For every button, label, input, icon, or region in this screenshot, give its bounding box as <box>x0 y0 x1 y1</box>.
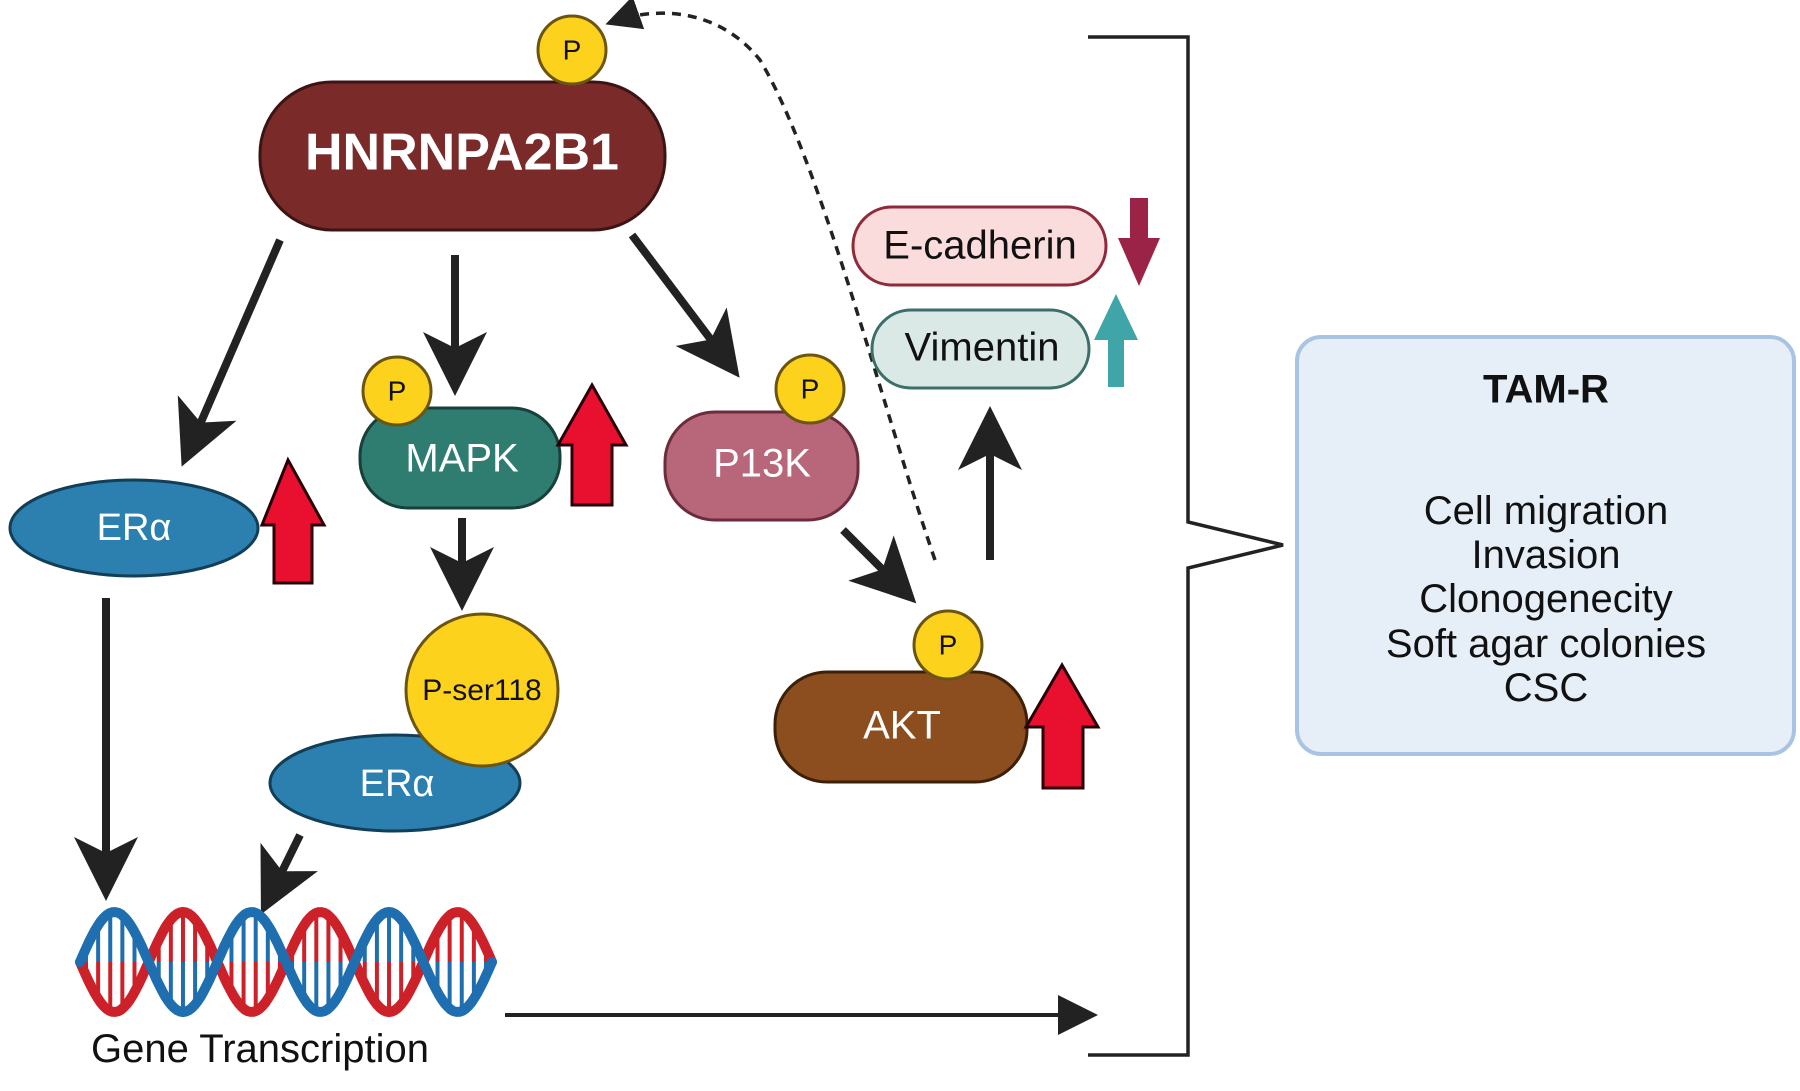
arrow-hnrnpa2b1-to-p13k <box>628 232 740 378</box>
phospho-badge-p13k: P <box>774 353 846 425</box>
gene-transcription-label: Gene Transcription <box>91 1027 429 1071</box>
tamr-box: TAM-R Cell migration Invasion Clonogenec… <box>1295 335 1796 756</box>
down-arrow-ecadherin <box>1118 198 1160 286</box>
arrow-eralpha-bottom-to-dna <box>260 833 318 915</box>
vimentin-label: Vimentin <box>905 326 1060 370</box>
vimentin-node: Vimentin <box>870 308 1091 390</box>
phospho-label: P <box>388 375 407 406</box>
akt-node: AKT <box>773 670 1029 784</box>
up-arrow-mapk <box>555 381 629 507</box>
eralpha-left-label: ERα <box>97 507 172 549</box>
pser118-badge: P-ser118 <box>404 612 560 768</box>
ecadherin-label: E-cadherin <box>883 224 1076 268</box>
pathway-arrows <box>74 0 1098 1035</box>
tamr-item: Invasion <box>1472 533 1621 577</box>
akt-label: AKT <box>863 704 941 748</box>
tamr-item: Cell migration <box>1424 489 1669 533</box>
phospho-badge-mapk: P <box>361 355 433 427</box>
bracket <box>1088 35 1284 1057</box>
p13k-node: P13K <box>663 410 860 522</box>
p13k-label: P13K <box>713 442 811 486</box>
pser118-label: P-ser118 <box>422 674 542 707</box>
up-arrow-akt <box>1023 662 1101 790</box>
hnrnpa2b1-node: HNRNPA2B1 <box>258 80 667 232</box>
tamr-item: CSC <box>1504 666 1588 710</box>
arrow-p13k-to-akt <box>840 527 917 604</box>
mapk-node: MAPK <box>358 406 562 510</box>
hnrnpa2b1-label: HNRNPA2B1 <box>305 124 619 182</box>
up-arrow-eralpha <box>259 456 327 585</box>
eralpha-node-left: ERα <box>8 478 260 578</box>
eralpha-bottom-label: ERα <box>360 763 435 805</box>
tamr-item: Soft agar colonies <box>1386 622 1706 666</box>
tamr-title: TAM-R <box>1483 368 1609 412</box>
phospho-label: P <box>939 629 958 660</box>
phospho-label: P <box>563 34 582 65</box>
phospho-badge-akt: P <box>912 609 984 681</box>
mapk-label: MAPK <box>405 437 519 481</box>
tamr-item: Clonogenecity <box>1419 577 1673 621</box>
ecadherin-node: E-cadherin <box>851 205 1108 287</box>
up-arrow-vimentin <box>1094 294 1138 387</box>
arrow-hnrnpa2b1-to-eralpha <box>177 238 284 467</box>
dna-helix-icon <box>75 906 497 1018</box>
phospho-badge-hnrnpa2b1: P <box>536 14 608 86</box>
dashed-feedback-arrow <box>605 0 937 561</box>
phospho-label: P <box>801 373 820 404</box>
